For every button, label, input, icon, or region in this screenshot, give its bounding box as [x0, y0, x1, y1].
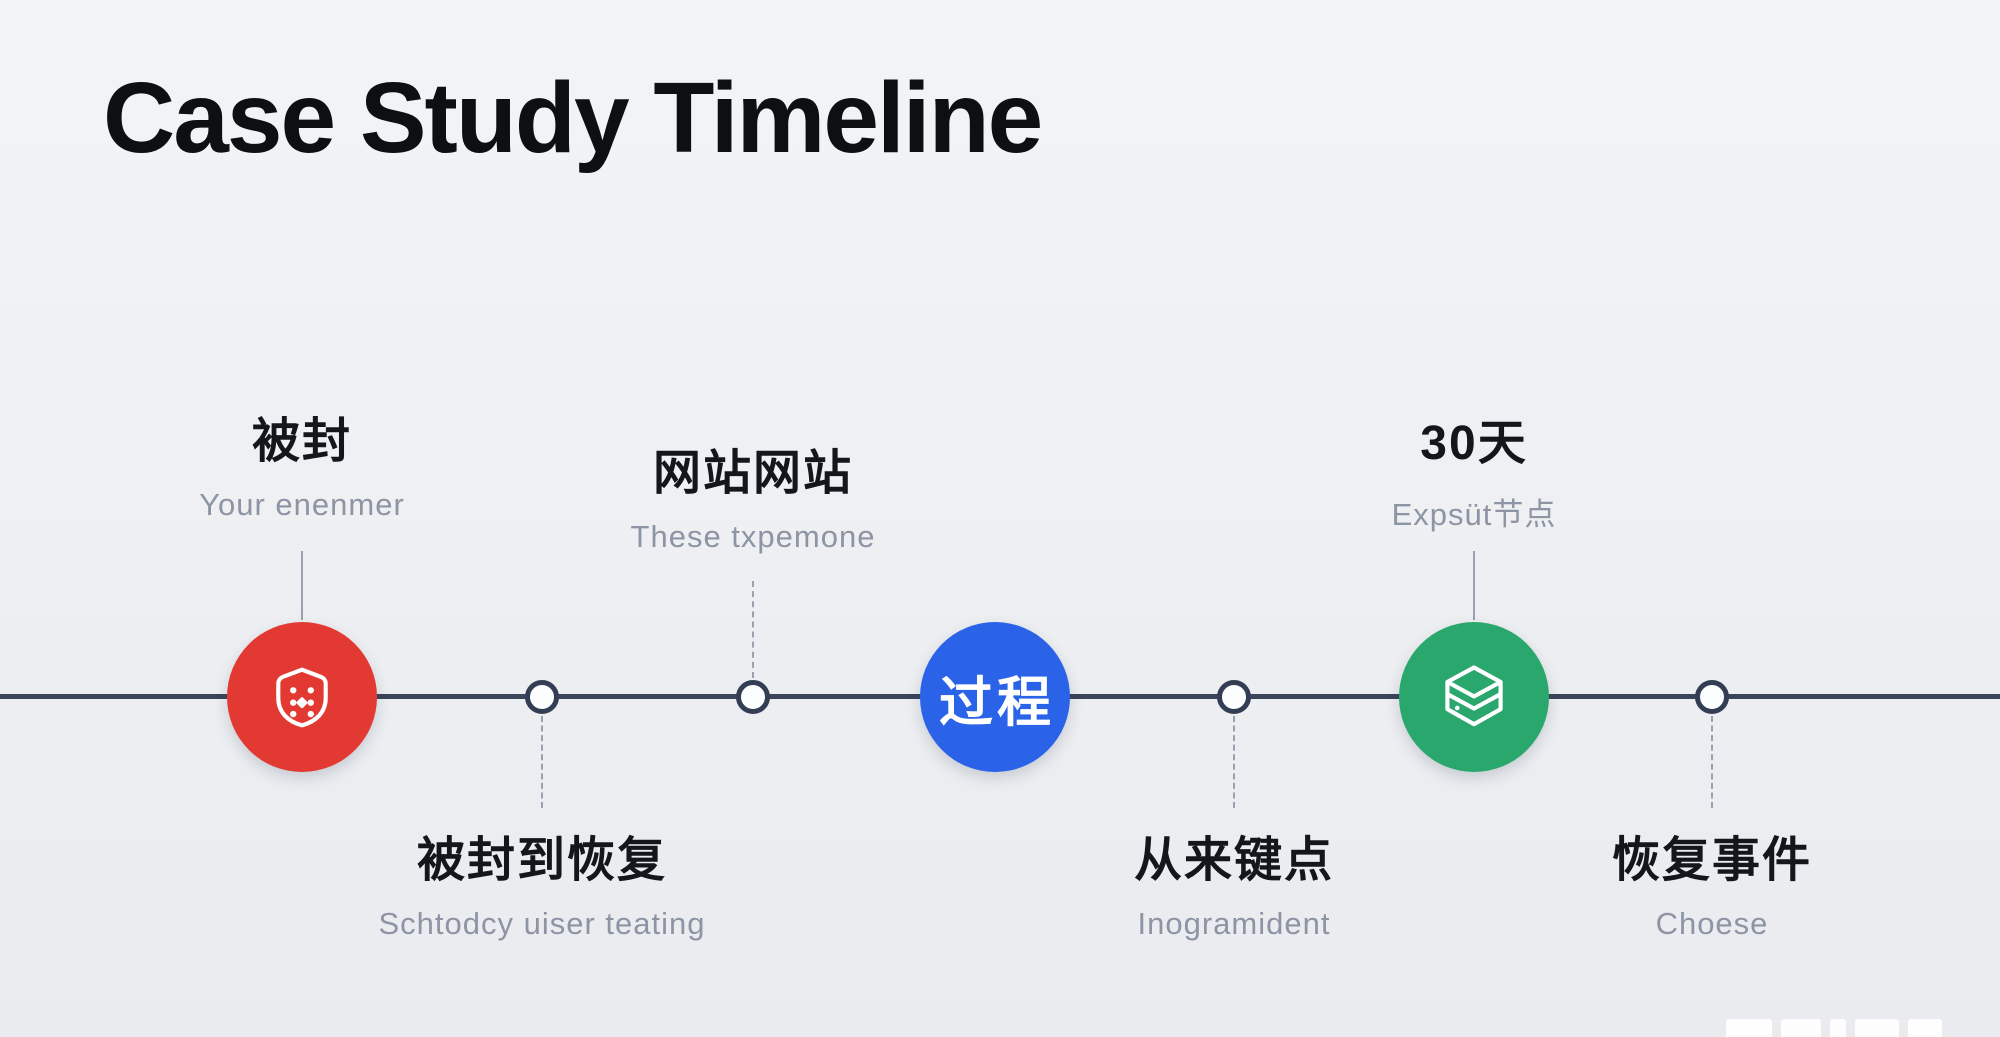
- node-title: 30天: [1420, 417, 1528, 470]
- node-label-group-1: 被封 Your enenmer: [42, 414, 562, 523]
- node-title: 从来键点: [1133, 834, 1334, 887]
- node-label-group-7: 恢复事件 Choese: [1452, 833, 1972, 942]
- shield-dots-icon: [269, 664, 335, 730]
- node-title: 被封到恢复: [416, 834, 667, 887]
- connector-line: [1473, 551, 1475, 620]
- node-label-group-2: 被封到恢复 Schtodcy uiser teating: [282, 833, 802, 942]
- node-title: 被封: [251, 415, 352, 468]
- timeline-node-major-4: 过程: [920, 622, 1070, 772]
- node-label-group-3: 网站网站 These txpemone: [493, 446, 1013, 555]
- connector-line: [1711, 716, 1713, 808]
- node-subtitle: These txpemone: [630, 519, 876, 555]
- timeline-node-minor-7: [1695, 680, 1729, 714]
- timeline-node-major-1: [227, 622, 377, 772]
- node-subtitle: Schtodcy uiser teating: [378, 906, 706, 942]
- connector-line: [301, 551, 303, 620]
- timeline-node-minor-5: [1217, 680, 1251, 714]
- node-subtitle: Choese: [1655, 906, 1769, 942]
- timeline-node-minor-3: [736, 680, 770, 714]
- node-title: 恢复事件: [1611, 834, 1812, 887]
- node-subtitle: Your enenmer: [199, 487, 405, 523]
- connector-line: [1233, 716, 1235, 808]
- node-label-group-5: 从来键点 Inogramident: [974, 833, 1494, 942]
- connector-line: [752, 581, 754, 678]
- node-title: 网站网站: [652, 447, 853, 500]
- page-title: Case Study Timeline: [103, 62, 1043, 174]
- node-subtitle: Expsüt节点: [1391, 497, 1557, 533]
- connector-line: [541, 716, 543, 808]
- package-stack-icon: [1437, 660, 1511, 734]
- node-label-group-6: 30天 Expsüt节点: [1214, 416, 1734, 534]
- timeline-node-major-6: [1399, 622, 1549, 772]
- node-inside-label: 过程: [939, 672, 1055, 733]
- timeline-node-minor-2: [525, 680, 559, 714]
- node-subtitle: Inogramident: [1137, 906, 1331, 942]
- watermark: [1726, 1019, 1942, 1037]
